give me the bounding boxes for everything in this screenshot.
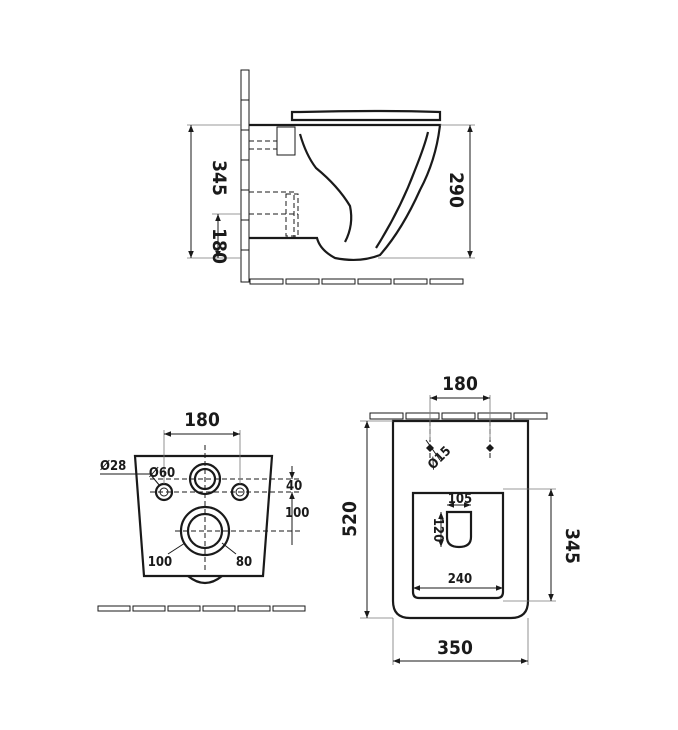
top-dim-180: 180 — [442, 373, 478, 395]
top-wall-tiles — [369, 412, 548, 420]
rear-dim-d60: Ø60 — [149, 466, 175, 481]
bowl-body — [249, 123, 442, 262]
rear-dim-40: 40 — [286, 479, 302, 494]
rear-dim-100-bottom: 100 — [148, 555, 172, 570]
rear-dim-100-right: 100 — [285, 506, 309, 521]
side-dim-180: 180 — [208, 228, 230, 264]
side-floor-tiles — [249, 278, 464, 285]
rear-floor-tiles — [97, 605, 306, 612]
rear-dim-80: 80 — [236, 555, 252, 570]
top-outer-shape — [391, 419, 530, 620]
side-wall — [240, 69, 250, 283]
waste-pipe-outline — [248, 191, 295, 239]
rear-view: 180 Ø28 Ø60 40 100 100 80 — [97, 409, 309, 612]
seat-lid — [290, 109, 442, 122]
side-dim-345: 345 — [208, 160, 230, 196]
top-dim-105: 105 — [448, 492, 472, 507]
top-inner-bowl — [411, 491, 505, 600]
rear-dim-d28: Ø28 — [100, 459, 126, 474]
top-drain — [445, 510, 473, 549]
top-dim-240: 240 — [448, 572, 472, 587]
top-view: Ø15 180 520 105 120 240 345 350 — [339, 373, 583, 665]
bowl-inner — [298, 133, 353, 243]
top-dim-120: 120 — [430, 518, 445, 542]
side-dim-290: 290 — [445, 172, 467, 208]
side-view: 345 180 290 — [187, 69, 475, 285]
top-dim-520: 520 — [339, 501, 361, 537]
top-dim-350: 350 — [437, 637, 473, 659]
rear-back-plate — [133, 454, 274, 578]
top-dim-345: 345 — [561, 528, 583, 564]
waste-outlet-circle — [179, 505, 231, 557]
rear-dim-180: 180 — [184, 409, 220, 431]
